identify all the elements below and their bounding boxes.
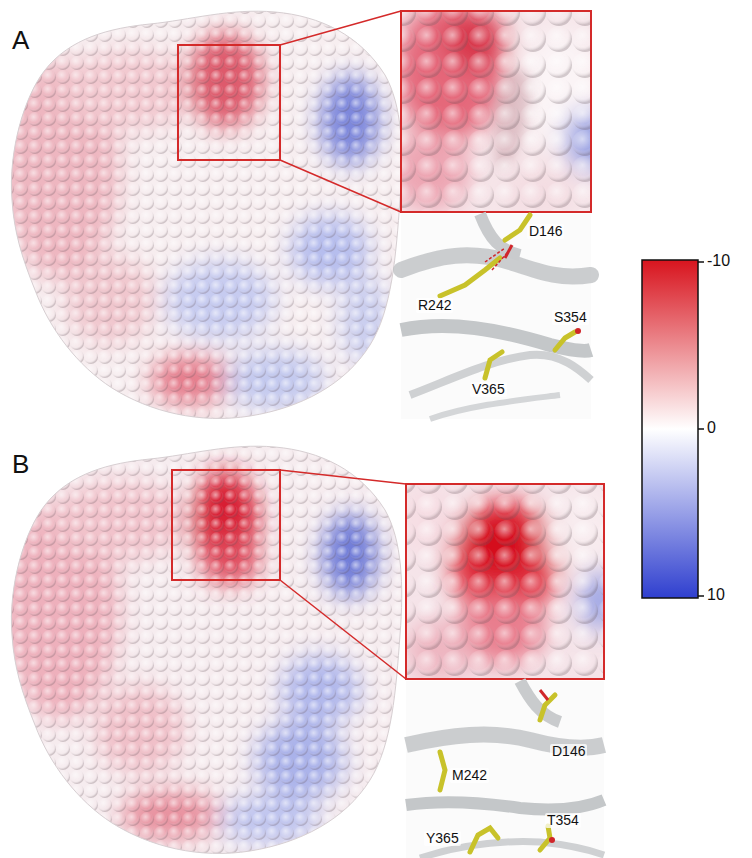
residue-label: S354 <box>552 310 589 325</box>
zoom-box <box>178 45 280 160</box>
panel-letter: A <box>12 26 29 55</box>
residue-label: T354 <box>545 813 581 828</box>
residue-label: R242 <box>416 298 453 313</box>
residue-label: D146 <box>550 744 587 759</box>
residue-label: V365 <box>470 382 507 397</box>
zoom-line <box>280 160 401 212</box>
residue-label: D146 <box>527 224 564 239</box>
protein-surface <box>0 430 410 858</box>
zoom-line <box>280 580 406 679</box>
cartoon-structure <box>406 681 604 858</box>
residue-label: Y365 <box>424 831 461 846</box>
zoom-inset <box>401 11 591 212</box>
scale-tick-label: -10 <box>707 252 730 270</box>
zoom-box <box>172 470 280 580</box>
zoom-inset <box>406 484 604 679</box>
cartoon-structure <box>401 214 591 419</box>
residue-label: M242 <box>450 768 489 783</box>
color-scale <box>642 260 704 598</box>
zoom-line <box>280 470 406 484</box>
zoom-line <box>280 11 401 45</box>
panel-letter: B <box>12 450 29 479</box>
scale-tick-label: 10 <box>707 586 725 604</box>
scale-tick-label: 0 <box>707 419 716 437</box>
protein-surface <box>0 0 410 430</box>
